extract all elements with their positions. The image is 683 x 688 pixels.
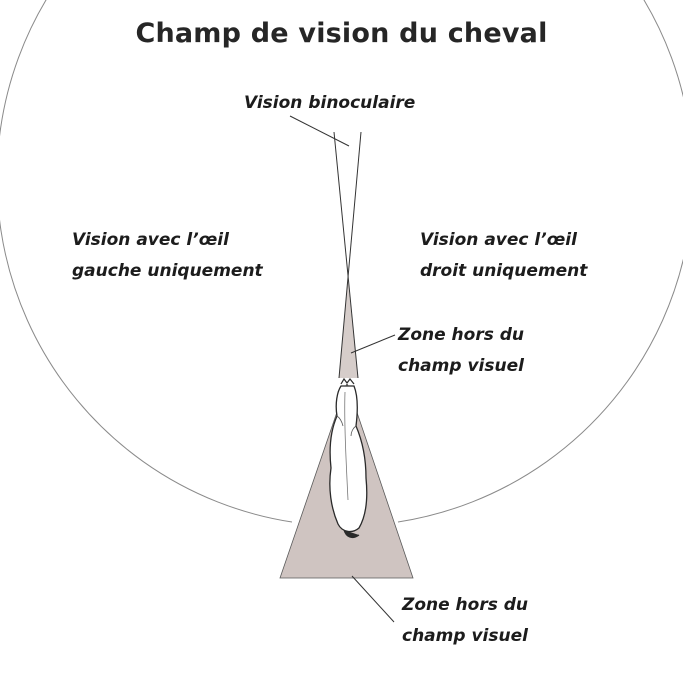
binocular-line-left xyxy=(338,131,362,379)
horse-top-view-icon xyxy=(329,377,368,539)
front-blind-zone-label: Zone hors du champ visuel xyxy=(398,320,524,382)
rear-zone-leader xyxy=(351,575,395,623)
front-blind-zone-label-line2: champ visuel xyxy=(398,356,524,376)
left-eye-label: Vision avec l’œil gauche uniquement xyxy=(72,225,263,287)
diagram-title: Champ de vision du cheval xyxy=(135,18,548,49)
front-zone-leader xyxy=(350,334,396,354)
right-eye-label-line2: droit uniquement xyxy=(420,261,588,281)
binocular-label: Vision binoculaire xyxy=(244,88,415,119)
field-of-vision-arc xyxy=(0,0,683,523)
right-eye-label: Vision avec l’œil droit uniquement xyxy=(420,225,587,287)
front-blind-zone-label-line1: Zone hors du xyxy=(398,325,525,345)
front-blind-zone xyxy=(339,282,358,378)
rear-blind-zone-label-line2: champ visuel xyxy=(402,626,528,646)
rear-blind-zone-label-line1: Zone hors du xyxy=(402,595,529,615)
rear-blind-zone-label: Zone hors du champ visuel xyxy=(402,590,528,652)
binocular-leader xyxy=(289,115,350,147)
binocular-label-text: Vision binoculaire xyxy=(244,93,416,113)
left-eye-label-line2: gauche uniquement xyxy=(72,261,263,281)
left-eye-label-line1: Vision avec l’œil xyxy=(72,230,229,250)
right-eye-label-line1: Vision avec l’œil xyxy=(420,230,577,250)
binocular-line-right xyxy=(333,131,359,379)
